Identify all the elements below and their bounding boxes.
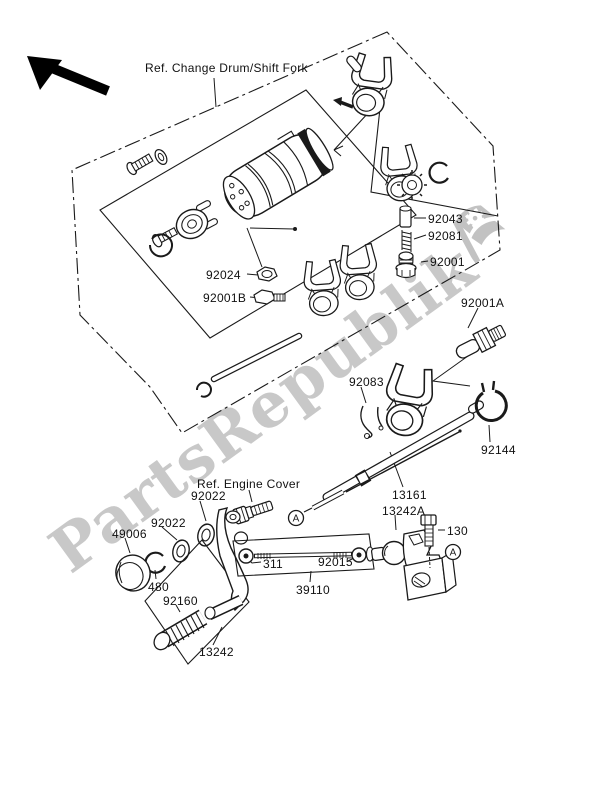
drum-screw-washer — [126, 149, 168, 176]
leader-dot — [293, 227, 297, 231]
nut-92024 — [256, 266, 278, 282]
part-label-92081: 92081 — [428, 229, 463, 243]
part-label-92001b: 92001B — [203, 291, 247, 305]
svg-text:A: A — [293, 514, 300, 525]
shift-fork-middle-left — [302, 258, 344, 318]
pedal-rubber-92160 — [153, 609, 208, 651]
part-label-92160: 92160 — [163, 594, 198, 608]
drum-bearing-group — [148, 208, 209, 258]
shift-fork-top — [345, 51, 396, 120]
tie-rod-39110 — [238, 547, 367, 564]
ref-marker-a-right: A — [444, 543, 462, 561]
nut-311 — [238, 548, 254, 564]
bolt-92001b — [253, 289, 286, 305]
ref-change-drum-label: Ref. Change Drum/Shift Fork — [145, 61, 308, 75]
change-drum — [195, 127, 334, 230]
shift-rod-13161 — [322, 400, 485, 502]
part-label-13242a: 13242A — [382, 504, 426, 518]
shift-fork-second — [378, 143, 449, 204]
part-label-311: 311 — [263, 557, 284, 571]
shift-fork-middle-right — [338, 242, 380, 302]
drum-inner-box — [99, 89, 417, 339]
part-label-92144: 92144 — [481, 443, 516, 457]
part-label-92043: 92043 — [428, 212, 463, 226]
gear-lever-13242 — [204, 506, 249, 620]
ref-engine-cover-label: Ref. Engine Cover — [197, 477, 301, 491]
detent-pin-92043 — [399, 205, 412, 228]
circlip — [428, 161, 449, 184]
linkage-rod — [303, 429, 462, 513]
rocker-arm-13242a — [365, 529, 457, 601]
detent-plug-92001 — [395, 251, 417, 279]
part-label-13161: 13161 — [392, 488, 427, 502]
nut-92015 — [351, 547, 367, 563]
e-clip — [195, 381, 212, 398]
tie-rod-box — [232, 533, 375, 577]
star-washer — [397, 170, 427, 200]
part-label-92022-lower: 92022 — [151, 516, 186, 530]
part-label-39110: 39110 — [296, 583, 330, 597]
part-label-49006: 49006 — [112, 527, 147, 541]
cap-49006 — [115, 554, 151, 592]
washer-92022-lower — [172, 539, 190, 563]
ref-marker-a-left: A — [287, 509, 305, 527]
part-label-92083: 92083 — [349, 375, 384, 389]
part-label-92001a: 92001A — [461, 296, 505, 310]
screw-92001a — [455, 324, 507, 359]
clip-92083 — [360, 405, 384, 440]
leader-lines — [124, 77, 491, 646]
part-label-92001: 92001 — [430, 255, 465, 269]
part-label-92024: 92024 — [206, 268, 241, 282]
spring-band-92144 — [474, 380, 508, 423]
bolt-130 — [420, 514, 437, 569]
small-arrow-icon — [333, 97, 354, 109]
svg-text:A: A — [450, 548, 457, 559]
detent-spring-92081 — [401, 230, 412, 252]
part-label-92022-upper: 92022 — [191, 489, 226, 503]
shift-fork-center — [378, 361, 438, 440]
part-label-92015: 92015 — [318, 555, 353, 569]
direction-arrow-icon — [27, 56, 110, 96]
fork-rod — [195, 332, 303, 398]
part-label-130: 130 — [447, 524, 468, 538]
part-label-13242: 13242 — [199, 645, 234, 659]
part-label-480: 480 — [148, 580, 169, 594]
